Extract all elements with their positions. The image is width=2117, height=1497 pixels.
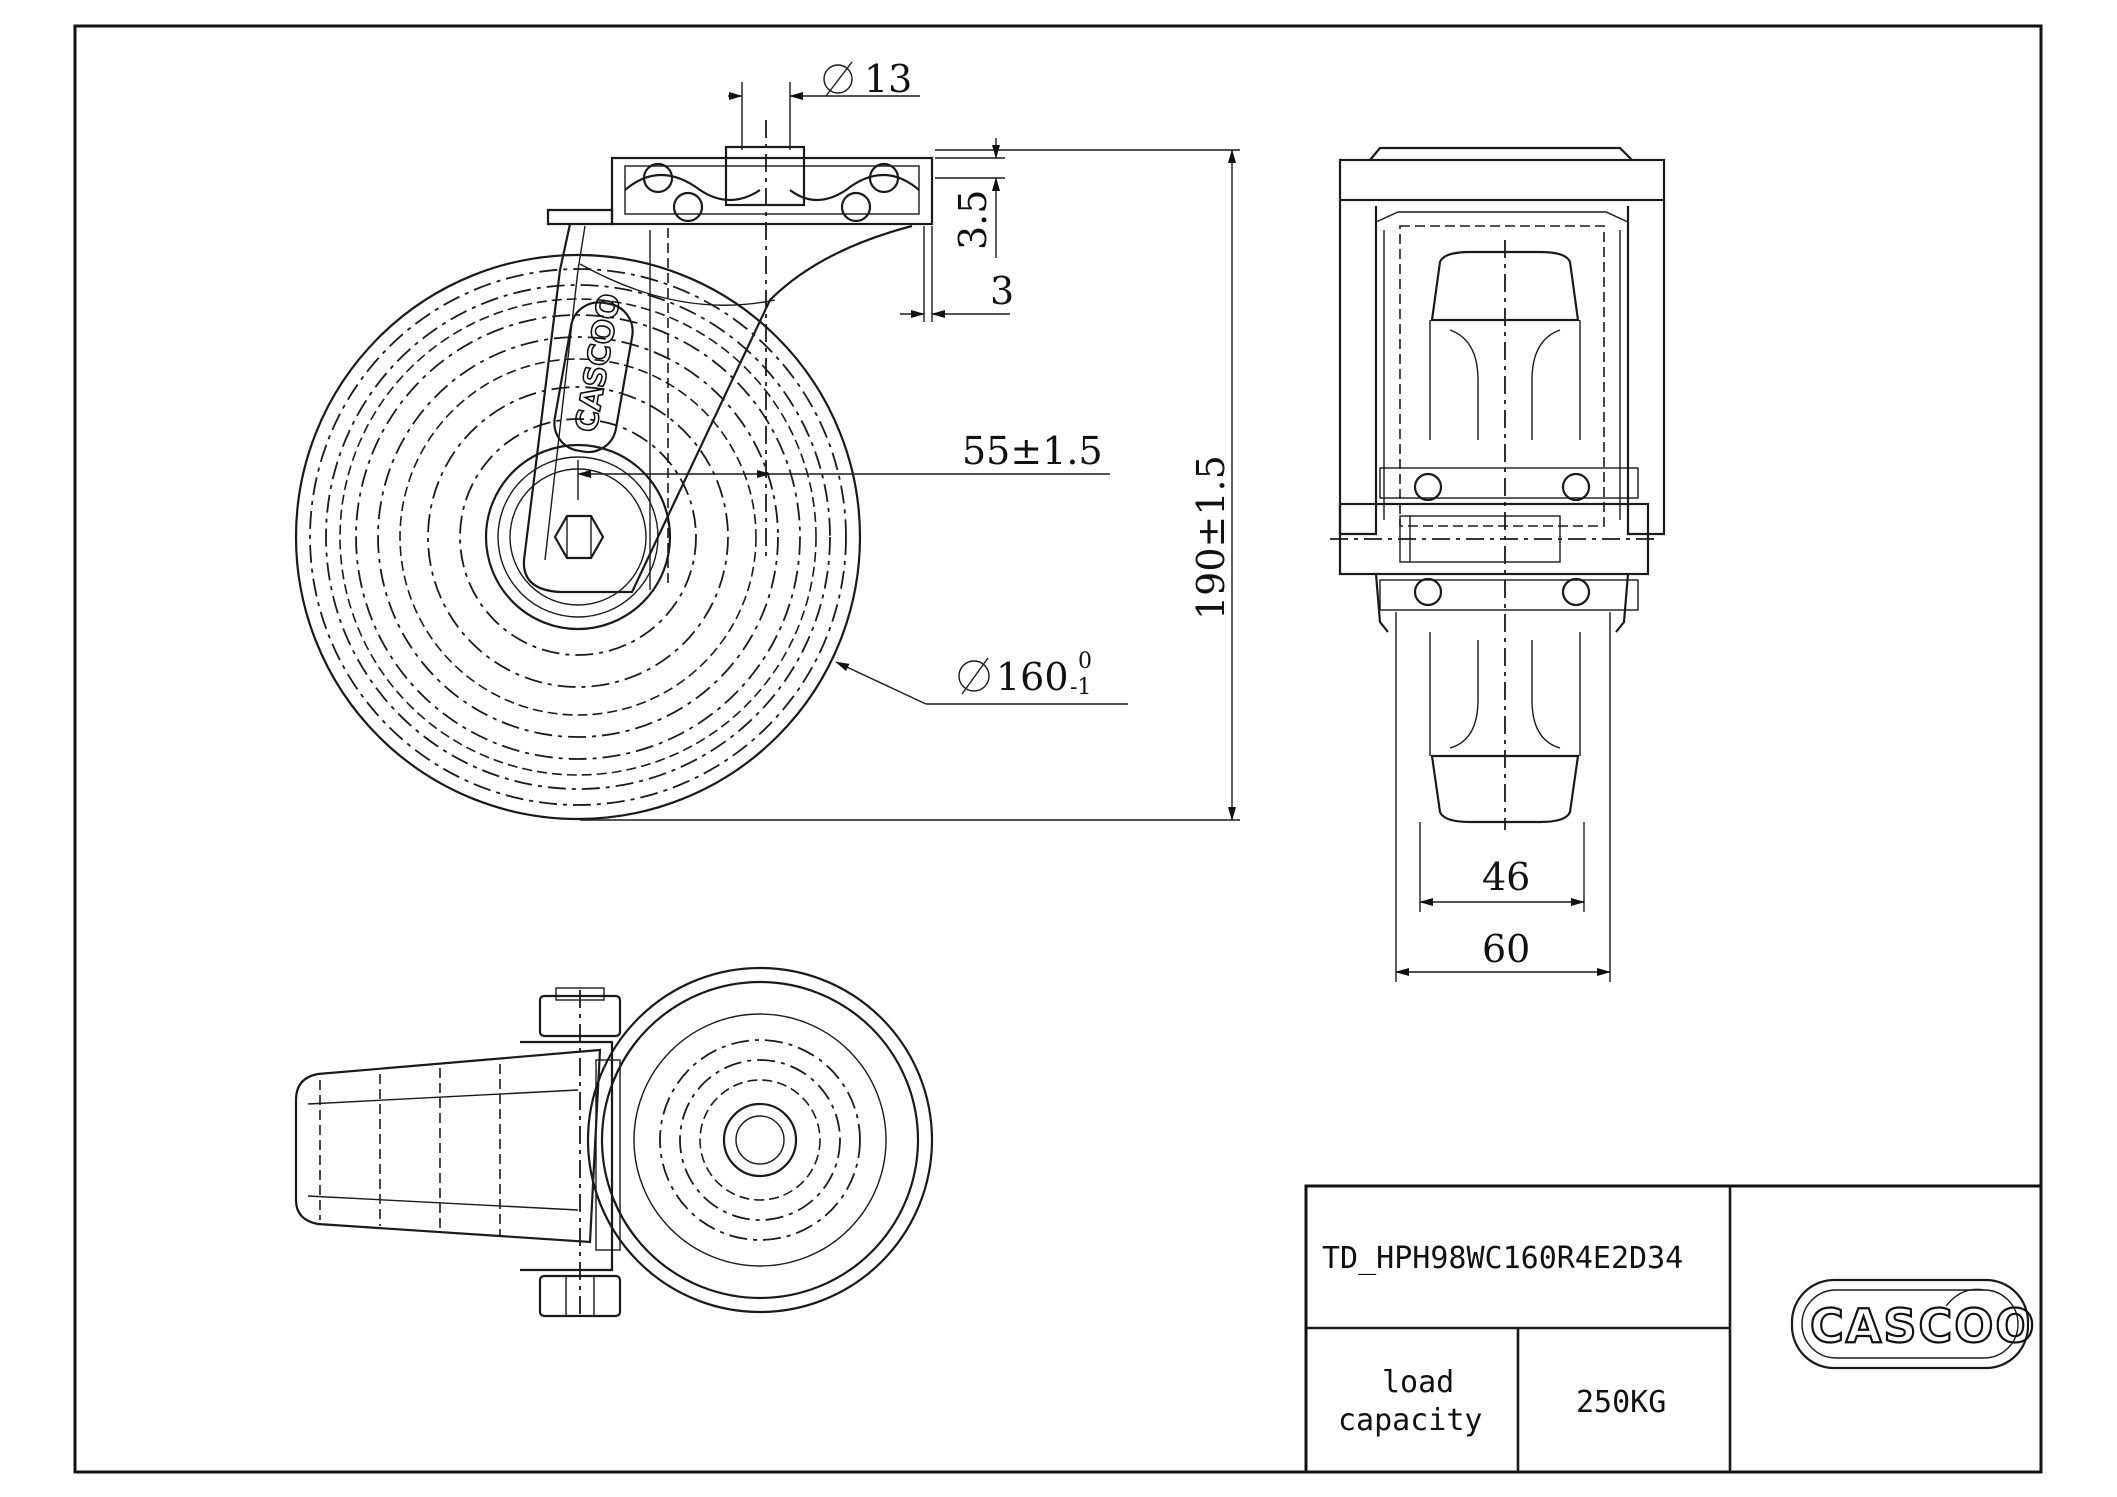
dim-bolt-hole: 13: [728, 57, 920, 150]
dim-offset: 3: [900, 226, 1014, 322]
dim-bolt-hole-label: 13: [864, 57, 912, 101]
load-value: 250KG: [1576, 1385, 1666, 1420]
dim-overall-height: 190±1.5: [580, 149, 1240, 821]
dim-hub-width: 46: [1419, 822, 1585, 912]
dim-wheel-diameter: 160 0 -1: [835, 649, 1128, 705]
front-view: [1330, 146, 1666, 830]
title-block: TD_HPH98WC160R4E2D34 load capacity 250KG…: [1304, 1184, 2043, 1474]
dim-swivel-offset-label: 55±1.5: [962, 429, 1103, 473]
dim-offset-label: 3: [990, 269, 1014, 313]
load-label-line2: capacity: [1338, 1403, 1483, 1438]
brand-logo: CASCOO: [1790, 1278, 2036, 1370]
part-number: TD_HPH98WC160R4E2D34: [1322, 1241, 1683, 1276]
dim-wheel-diameter-label: 160: [996, 655, 1069, 699]
dim-wheel-width: 60: [1395, 612, 1611, 982]
dim-wheel-tol-lower: -1: [1070, 675, 1091, 700]
dim-plate-thickness-label: 3.5: [951, 190, 995, 250]
dim-hub-width-label: 46: [1482, 855, 1530, 899]
dim-plate-thickness: 3.5: [935, 138, 1005, 258]
dim-wheel-width-label: 60: [1482, 927, 1530, 971]
drawing-frame: [73, 24, 2043, 1474]
logo-swoosh-icon: [1945, 1288, 1985, 1307]
dim-overall-height-label: 190±1.5: [1189, 455, 1233, 620]
bottom-view: [294, 966, 934, 1320]
dim-swivel-offset: 55±1.5: [577, 429, 1110, 500]
load-label-line1: load: [1382, 1365, 1454, 1400]
side-view: CASCOO: [294, 120, 934, 821]
dim-wheel-tol-upper: 0: [1078, 649, 1092, 674]
brand-logo-text: CASCOO: [1810, 1299, 2036, 1353]
